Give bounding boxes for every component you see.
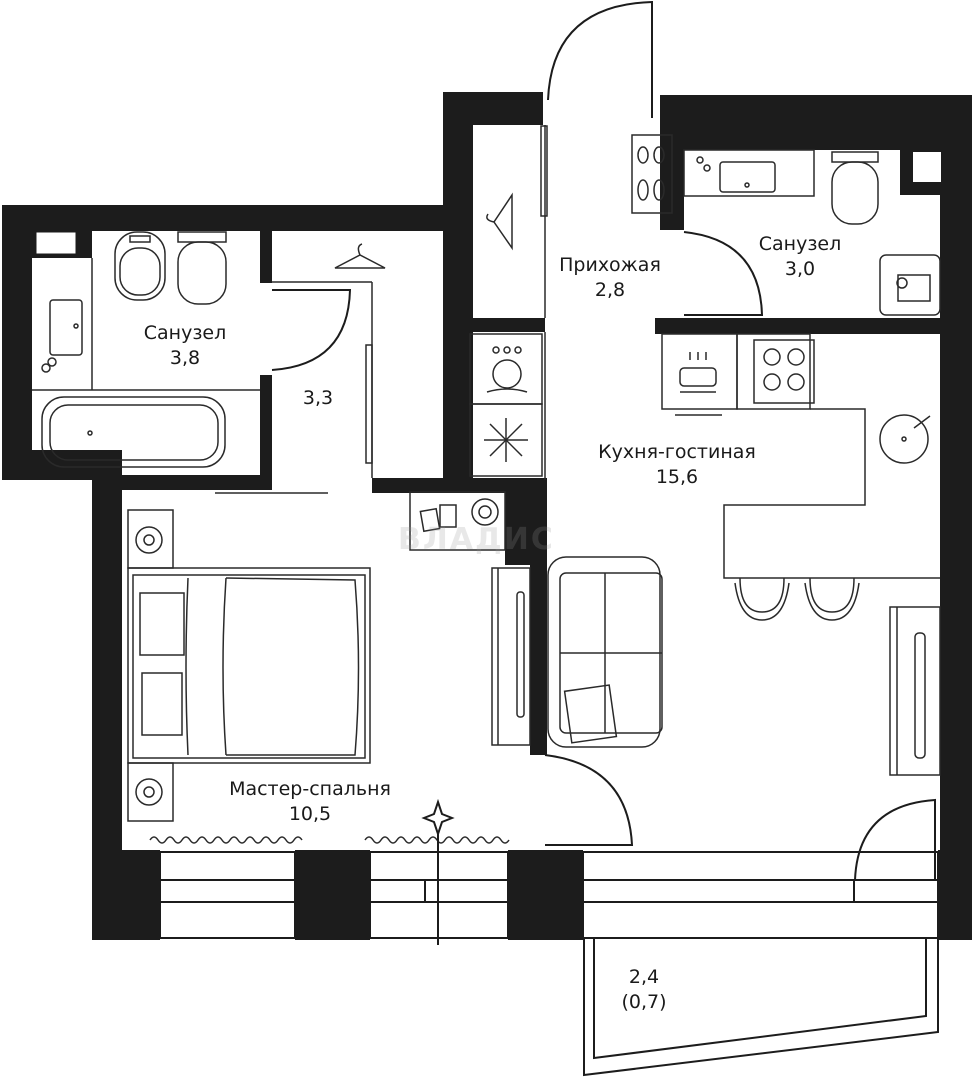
- wardrobe-panel: [491, 567, 531, 746]
- bar-stool-icon: [804, 577, 860, 621]
- room-area: (0,7): [621, 991, 667, 1013]
- hanger-icon: [334, 243, 386, 269]
- fridge-icon: [469, 403, 543, 477]
- kitchen-counter: [723, 408, 940, 579]
- interior-lines: [32, 125, 548, 494]
- room-label-hallway: Прихожая 2,8: [559, 253, 661, 303]
- balcony: [583, 938, 939, 1077]
- compass-icon: [421, 798, 455, 945]
- room-area: 3,8: [169, 347, 201, 369]
- room-name: Кухня-гостиная: [598, 441, 756, 463]
- room-label-master-bedroom: Мастер-спальня 10,5: [229, 777, 391, 827]
- room-name: Мастер-спальня: [229, 778, 391, 800]
- shoe-rack-icon: [631, 134, 673, 214]
- cooktop-icon: [736, 333, 815, 410]
- room-name: Санузел: [143, 322, 227, 344]
- dishwasher-icon: [469, 333, 543, 405]
- oven-icon: [661, 333, 738, 416]
- doors: [271, 0, 936, 881]
- room-area: 10,5: [288, 803, 332, 825]
- room-label-bathroom-2: Санузел 3,0: [759, 232, 842, 282]
- hanger-icon: [486, 192, 513, 251]
- bed-icon: [127, 567, 371, 764]
- room-name: Санузел: [758, 233, 842, 255]
- radiator-icon: [149, 836, 303, 844]
- bidet-icon: [114, 231, 166, 301]
- nightstand-icon: [127, 509, 174, 569]
- room-area: 2,8: [594, 279, 626, 301]
- room-label-balcony: 2,4 (0,7): [621, 965, 666, 1015]
- room-name: Прихожая: [559, 254, 661, 276]
- sofa-icon: [547, 556, 663, 748]
- kitchen-sink-icon: [879, 414, 931, 464]
- room-label-kitchen-living: Кухня-гостиная 15,6: [598, 440, 756, 490]
- room-area: 3,3: [302, 387, 334, 409]
- room-area: 3,0: [784, 258, 816, 280]
- washing-machine-icon: [879, 254, 941, 316]
- toilet-icon: [177, 231, 227, 305]
- sink-icon: [683, 149, 815, 197]
- room-name: 2,4: [628, 966, 660, 988]
- nightstand-icon: [127, 762, 174, 822]
- toilet-icon: [831, 151, 879, 225]
- room-label-wardrobe: 3,3: [303, 386, 333, 411]
- bathtub-icon: [41, 396, 226, 468]
- bar-stool-icon: [734, 577, 790, 621]
- room-area: 15,6: [655, 466, 699, 488]
- tv-icon: [889, 606, 941, 776]
- watermark: ВЛАДИС: [398, 522, 555, 557]
- room-label-bathroom-1: Санузел 3,8: [144, 321, 227, 371]
- desk-icon: [409, 491, 506, 551]
- sink-icon: [41, 299, 83, 373]
